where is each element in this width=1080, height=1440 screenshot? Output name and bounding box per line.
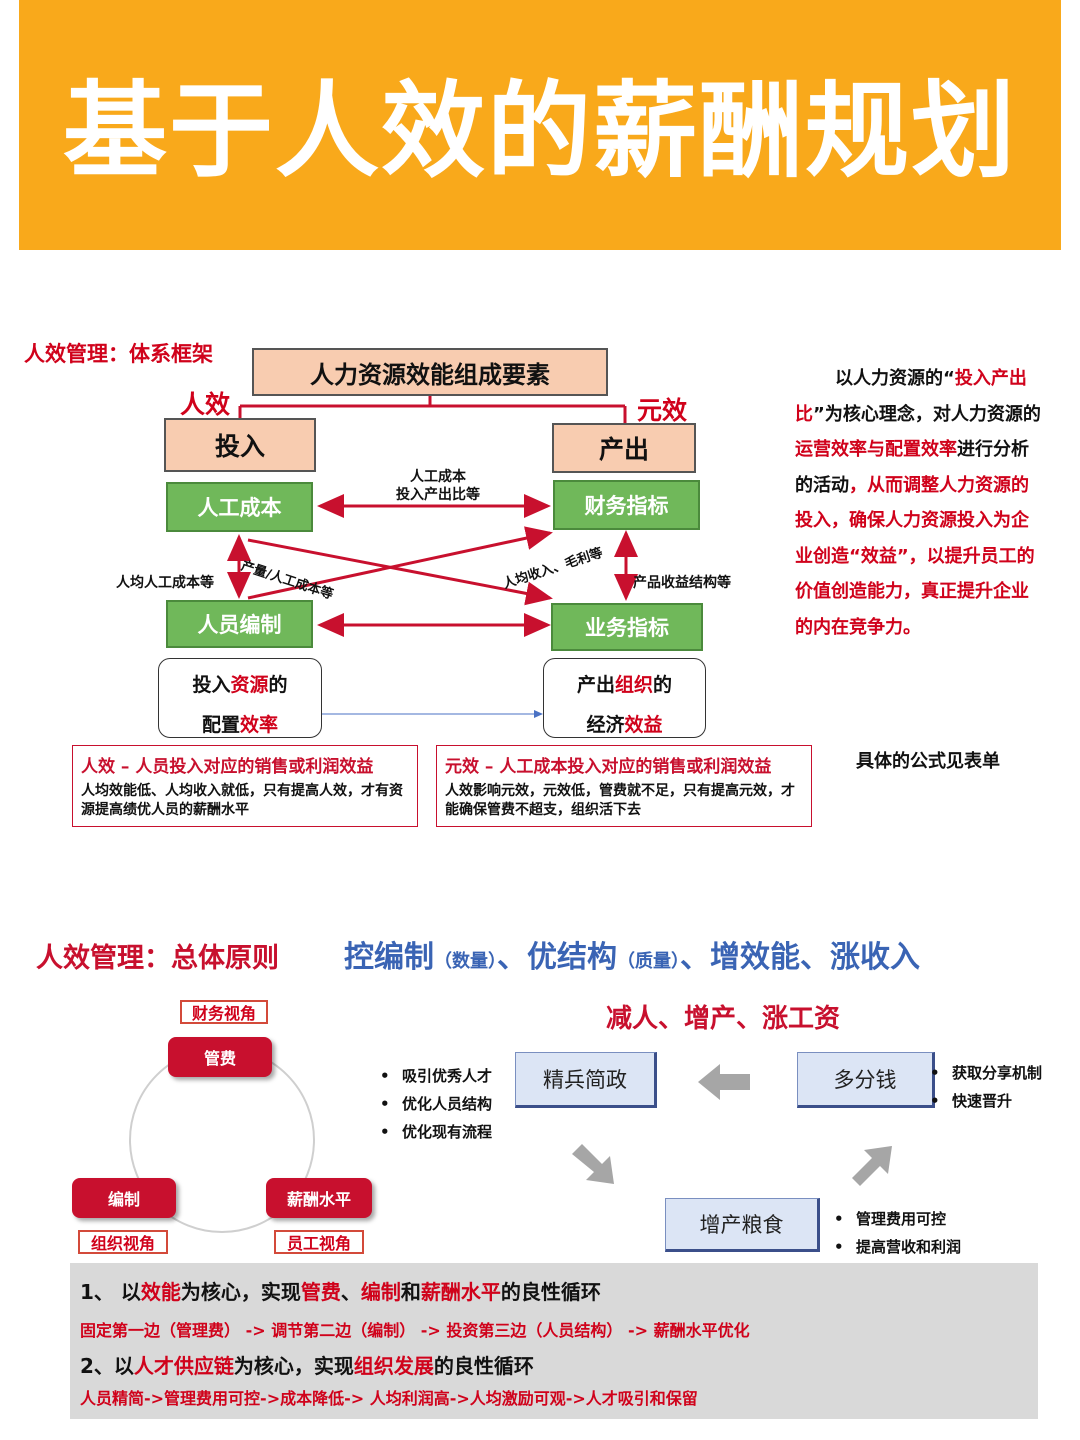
cross-arrow-up bbox=[247, 526, 553, 600]
money-bullet-list: •获取分享机制 •快速晋升 bbox=[930, 1059, 1042, 1115]
salary-level-chip: 薪酬水平 bbox=[266, 1178, 372, 1218]
list-item: •快速晋升 bbox=[930, 1092, 1013, 1110]
list-item: •获取分享机制 bbox=[930, 1064, 1043, 1082]
framework-explanation: 以人力资源的“投入产出比”为核心理念，对人力资源的运营效率与配置效率进行分析的活… bbox=[795, 368, 1041, 638]
per-capita-desc-text: 人均效能低、人均收入就低，只有提高人效，才有资源提高绩优人员的薪酬水平 bbox=[81, 783, 403, 818]
lean-bullet-list: •吸引优秀人才 •优化人员结构 •优化现有流程 bbox=[380, 1062, 492, 1146]
produce-bullet-list: •管理费用可控 •提高营收和利润 bbox=[834, 1205, 961, 1261]
summary-panel bbox=[70, 1263, 1038, 1419]
hr-efficiency-elements-box: 人力资源效能组成要素 bbox=[252, 348, 608, 396]
arrow-down-right-icon bbox=[572, 1144, 614, 1184]
management-fee-chip: 管费 bbox=[168, 1037, 272, 1077]
list-item: •吸引优秀人才 bbox=[380, 1067, 493, 1085]
principles-headline: 控编制（数量）、优结构（质量）、增效能、涨收入 bbox=[344, 940, 920, 975]
input-box: 投入 bbox=[164, 418, 316, 472]
principles-subheadline: 减人、增产、涨工资 bbox=[606, 1004, 841, 1034]
more-money-box: 多分钱 bbox=[797, 1052, 935, 1108]
principles-section-label: 人效管理：总体原则 bbox=[36, 943, 279, 974]
top-arrow-label-line1: 人工成本 bbox=[410, 469, 466, 485]
output-box: 产出 bbox=[552, 423, 696, 473]
cross-arrow-down bbox=[247, 538, 553, 606]
top-arrow-label-line2: 投入产出比等 bbox=[396, 487, 480, 503]
finance-view-label: 财务视角 bbox=[180, 1000, 268, 1024]
arrow-up-right-icon bbox=[852, 1146, 892, 1186]
per-capita-description: 人效 – 人员投入对应的销售或利润效益 人均效能低、人均收入就低，只有提高人效，… bbox=[72, 745, 418, 827]
page-title: 基于人效的薪酬规划 bbox=[62, 70, 1017, 192]
business-indicator-box: 业务指标 bbox=[551, 603, 703, 651]
lean-staff-box: 精兵简政 bbox=[515, 1052, 657, 1108]
summary-line-3: 2、以人才供应链为核心，实现组织发展的良性循环 bbox=[80, 1354, 534, 1378]
top-arrow-label: 人工成本 投入产出比等 bbox=[378, 468, 498, 504]
list-item: •提高营收和利润 bbox=[834, 1238, 962, 1256]
label-per-yuan: 元效 bbox=[637, 396, 688, 425]
title-banner bbox=[19, 0, 1061, 250]
increase-production-box: 增产粮食 bbox=[665, 1198, 820, 1252]
summary-line-4: 人员精简->管理费用可控->成本降低-> 人均利润高->人均激励可观->人才吸引… bbox=[80, 1389, 698, 1408]
formula-note: 具体的公式见表单 bbox=[856, 751, 1000, 772]
arrow-left-icon bbox=[698, 1064, 750, 1100]
labor-cost-box: 人工成本 bbox=[166, 482, 313, 532]
employee-view-label: 员工视角 bbox=[274, 1230, 364, 1254]
framework-connectors bbox=[227, 396, 638, 718]
org-view-label: 组织视角 bbox=[78, 1230, 168, 1254]
per-capita-desc-title: 人效 – 人员投入对应的销售或利润效益 bbox=[81, 757, 374, 777]
per-yuan-desc-text: 人效影响元效，元效低，管费就不足，只有提高元效，才能确保管费不超支，组织活下去 bbox=[445, 783, 795, 818]
list-item: •管理费用可控 bbox=[834, 1210, 947, 1228]
summary-line-1: 1、 以效能为核心，实现管费、编制和薪酬水平的良性循环 bbox=[80, 1280, 601, 1304]
summary-line-2: 固定第一边（管理费） -> 调节第二边（编制） -> 投资第三边（人员结构） -… bbox=[80, 1321, 750, 1340]
staffing-chip: 编制 bbox=[72, 1178, 176, 1218]
finance-indicator-box: 财务指标 bbox=[553, 480, 700, 530]
per-yuan-description: 元效 – 人工成本投入对应的销售或利润效益 人效影响元效，元效低，管费就不足，只… bbox=[436, 745, 812, 827]
right-vertical-label: 产品收益结构等 bbox=[633, 575, 731, 591]
per-yuan-desc-title: 元效 – 人工成本投入对应的销售或利润效益 bbox=[445, 757, 772, 777]
economic-benefit-box: 产出组织的 经济效益 bbox=[543, 658, 706, 738]
left-vertical-label: 人均人工成本等 bbox=[116, 575, 214, 591]
staffing-box: 人员编制 bbox=[166, 600, 313, 648]
list-item: •优化现有流程 bbox=[380, 1123, 493, 1141]
config-efficiency-box: 投入资源的 配置效率 bbox=[158, 658, 322, 738]
list-item: •优化人员结构 bbox=[380, 1095, 493, 1113]
label-per-capita: 人效 bbox=[180, 390, 231, 419]
framework-section-label: 人效管理：体系框架 bbox=[24, 342, 213, 366]
hierarchy-bracket bbox=[238, 396, 627, 425]
